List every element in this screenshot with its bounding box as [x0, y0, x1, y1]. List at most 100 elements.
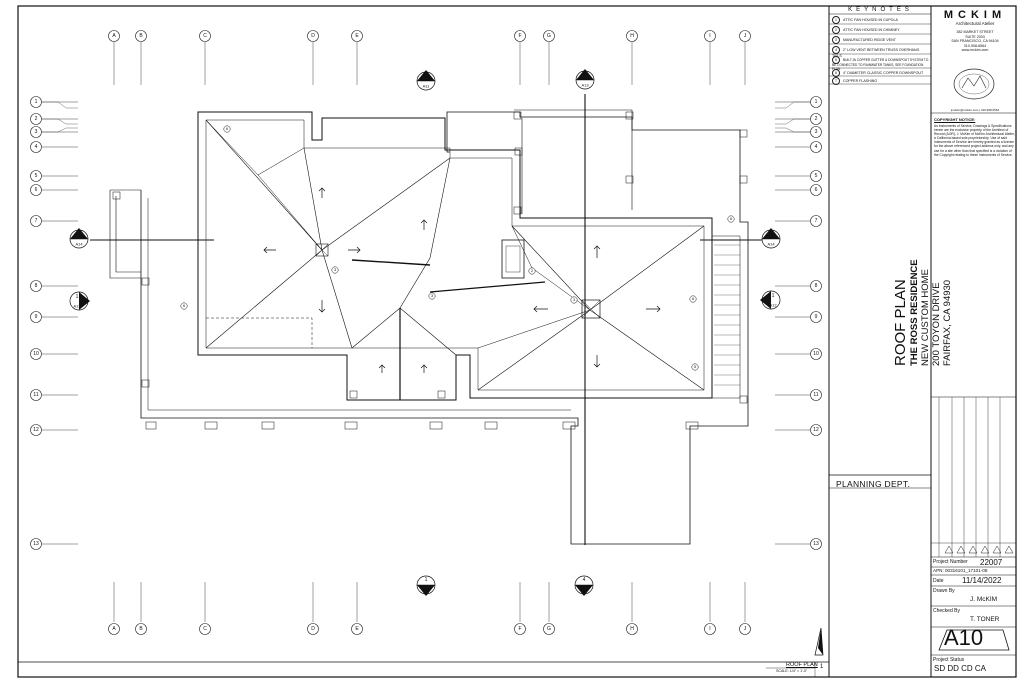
grid-row-label: 13: [33, 541, 39, 547]
grid-row-label: 10: [33, 351, 39, 357]
grid-row-label: 3: [35, 129, 38, 135]
keynote-number: 7: [832, 77, 840, 85]
section-marker-sheet: A11: [423, 84, 431, 89]
copyright-heading: COPYRIGHT NOTICE:: [934, 117, 976, 122]
section-marker-sheet: A14: [767, 242, 775, 247]
keynote-rows: [829, 23, 931, 85]
project-status: SD DD CD CA: [934, 664, 987, 673]
architect-stamp-logo: [953, 68, 995, 100]
revision-table: [931, 397, 1016, 558]
sheet-border: [17, 5, 1017, 678]
section-marker: 1 A13: [69, 291, 90, 311]
keynote-tag: 6: [692, 297, 694, 301]
grid-column-labels-bottom: A B C D E F G H I J: [112, 626, 746, 632]
grid-row-label: 1: [815, 99, 818, 105]
grid-row-label: 4: [815, 144, 818, 150]
roof-plan-drawing: [109, 109, 749, 545]
keynote-text: BUILT-IN COPPER GUTTER & DOWNSPOUT SYSTE…: [832, 57, 929, 71]
keynote-tag: 2: [531, 269, 533, 273]
date-value: 11/14/2022: [962, 576, 1002, 585]
section-marker-number: 2: [425, 73, 428, 79]
grid-row-label: 11: [33, 392, 38, 398]
grid-row-label: 2: [815, 116, 818, 122]
section-marker-number: 4: [584, 72, 587, 78]
firm-email: jmckim@mckim.com | 310.908.6564: [950, 108, 1000, 112]
section-marker-number: 4: [583, 577, 586, 583]
grid-rows: [42, 101, 810, 545]
date-label: Date: [933, 578, 944, 584]
grid-col-label: A: [112, 626, 116, 632]
section-marker: 4 A13: [575, 69, 595, 90]
grid-row-label: 6: [35, 187, 38, 193]
section-marker: 4 A13: [574, 575, 594, 596]
copyright-text: As Instruments of Service, Drawings & Sp…: [934, 124, 1015, 157]
keynote-text: 4" DIAMETER CLASSIC COPPER DOWNSPOUT: [843, 70, 924, 75]
grid-row-label: 7: [35, 218, 38, 224]
keynote-number: 2: [832, 26, 840, 34]
grid-row-bubbles: [30, 96, 822, 550]
checked-by: T. TONER: [970, 616, 1000, 623]
section-marker-number: 1: [78, 231, 81, 237]
grid-row-label: 11: [813, 392, 818, 398]
plan-keynote-tags: 6 3 3 2 6 3 6 5 6: [180, 125, 735, 371]
grid-row-label: 9: [815, 314, 818, 320]
grid-col-label: I: [709, 626, 710, 632]
grid-row-label: 3: [815, 129, 818, 135]
grid-row-label: 1: [35, 99, 38, 105]
north-arrow-icon: [814, 627, 824, 656]
grid-row-label: 2: [35, 116, 38, 122]
firm-address-line: 382 MARKET STREET: [956, 30, 994, 34]
grid-col-label: F: [518, 626, 521, 632]
keynote-tag: 3: [431, 294, 433, 298]
grid-col-label: A: [112, 33, 116, 39]
keynote-tag: 6: [183, 304, 185, 308]
grid-row-label: 5: [815, 173, 818, 179]
grid-row-label: 12: [33, 427, 39, 433]
section-cut-lines: [90, 94, 766, 545]
section-marker: 2 A11: [416, 70, 436, 91]
section-marker-number: 1: [770, 231, 773, 237]
keynote-number: 3: [832, 36, 840, 44]
keynote-tag: 6: [730, 217, 732, 221]
section-marker-sheet: A14: [75, 242, 83, 247]
grid-row-label: 13: [813, 541, 819, 547]
drawing-number: 1: [820, 664, 824, 670]
sheet-number-frame: [938, 629, 1010, 651]
section-marker: 1 A12: [760, 290, 781, 310]
keynote-number: 1: [832, 16, 840, 24]
keynote-tag: 5: [694, 365, 696, 369]
firm-address-line: SAN FRANCISCO, CA 94104: [951, 39, 999, 44]
grid-col-label: H: [630, 33, 634, 39]
grid-col-label: G: [547, 626, 551, 632]
firm-address-line: SUITE 2003: [965, 34, 985, 39]
grid-col-label: H: [630, 626, 634, 632]
grid-col-label: C: [203, 33, 207, 39]
drawn-by: J. McKIM: [970, 596, 998, 603]
project-street: 200 TOYON DRIVE: [931, 282, 942, 366]
section-marker-sheet: A13: [581, 83, 589, 88]
grid-row-label: 8: [815, 283, 818, 289]
keynote-text: MANUFACTURED RIDGE VENT: [843, 37, 896, 42]
keynote-text: COPPER FLASHING: [843, 78, 878, 83]
grid-col-label: D: [311, 626, 315, 632]
sheet-number: A10: [944, 625, 984, 650]
sheet-title-block: ROOF PLAN THE ROSS RESIDENCE NEW CUSTOM …: [892, 196, 953, 366]
grid-col-label: C: [203, 626, 207, 632]
section-marker-number: 1: [76, 294, 79, 300]
grid-row-label: 6: [815, 187, 818, 193]
section-marker: 1 A14: [69, 228, 89, 249]
grid-row-label: 7: [815, 218, 818, 224]
keynote-tag: 3: [334, 268, 336, 272]
section-marker-sheet: A11: [423, 587, 431, 592]
grid-row-labels-right: 1 2 3 4 5 6 7 8 9 10 11 12 13: [813, 99, 819, 547]
apn-number: APN: 00316101_17101-08: [933, 568, 988, 573]
keynote-tag: 3: [573, 298, 575, 302]
project-number-label: Project Number: [933, 559, 968, 565]
project-status-label: Project Status: [933, 657, 965, 663]
keynote-number: 4: [832, 46, 840, 54]
